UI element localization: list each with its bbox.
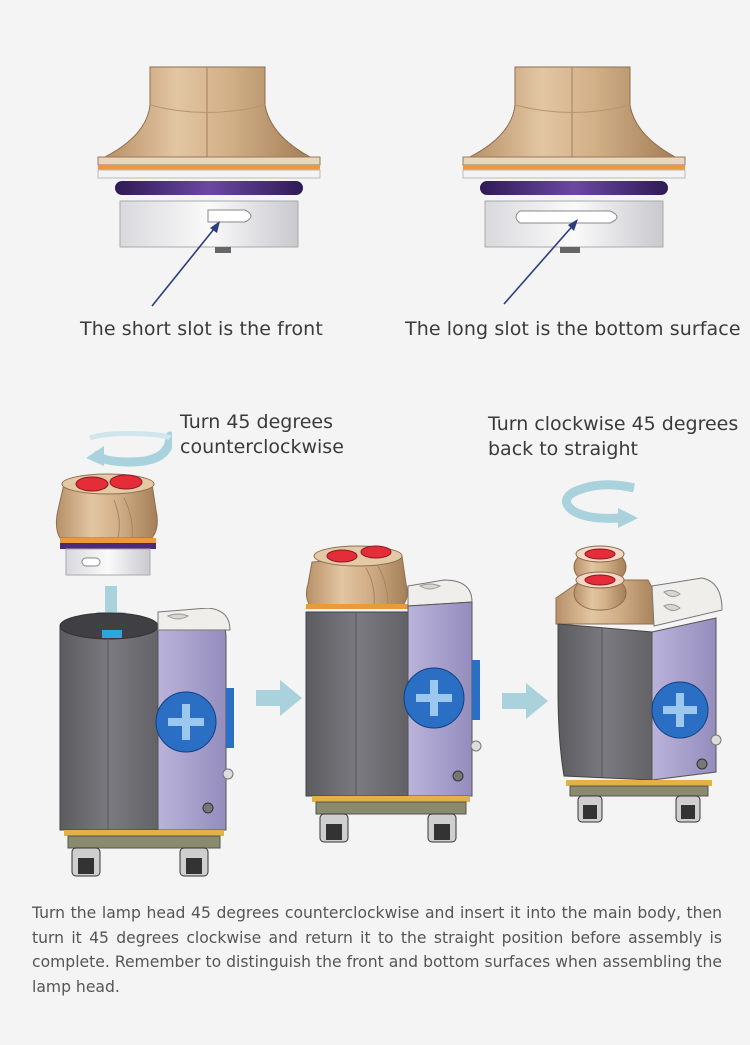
step-2-assembled-rotated <box>304 536 489 856</box>
lamp-head-bottom-view <box>460 65 690 255</box>
step-3-assembled-straight <box>552 540 727 830</box>
step-1-caption: Turn 45 degrees counterclockwise <box>180 411 344 458</box>
assembly-instructions: Turn the lamp head 45 degrees counterclo… <box>32 904 722 996</box>
step-1-main-body <box>58 608 243 880</box>
long-slot-caption: The long slot is the bottom surface <box>405 318 741 340</box>
step-3-caption: Turn clockwise 45 degrees back to straig… <box>488 413 739 460</box>
right-arrow-icon <box>502 683 548 719</box>
pointer-arrow-bottom <box>503 219 578 305</box>
pointer-arrow-front <box>151 221 220 307</box>
lamp-head-front-view <box>95 65 325 255</box>
right-arrow-icon <box>256 680 302 716</box>
short-slot-caption: The short slot is the front <box>80 318 323 340</box>
step-1-lamp-head <box>52 470 164 580</box>
rotate-counterclockwise-icon <box>86 431 172 467</box>
rotate-clockwise-icon <box>562 480 638 528</box>
